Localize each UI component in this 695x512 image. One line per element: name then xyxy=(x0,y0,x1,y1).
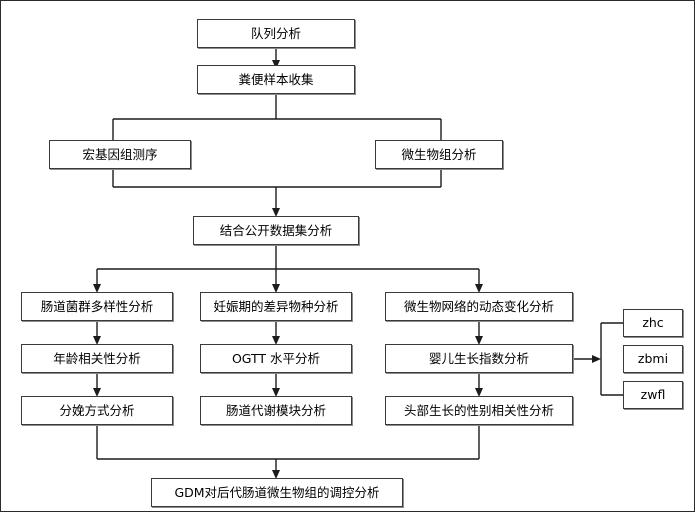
arrowhead-metabolic-module xyxy=(272,388,280,397)
node-microbial-network-dynamics-label: 微生物网络的动态变化分析 xyxy=(403,298,554,314)
node-pregnancy-differential-species[interactable]: 妊娠期的差异物种分析 xyxy=(200,292,352,321)
node-pregnancy-differential-species-label: 妊娠期的差异物种分析 xyxy=(213,298,339,314)
node-public-dataset-analysis[interactable]: 结合公开数据集分析 xyxy=(193,216,359,245)
node-delivery-mode-label: 分娩方式分析 xyxy=(59,402,135,418)
node-infant-growth-index[interactable]: 婴儿生长指数分析 xyxy=(385,344,573,373)
node-gut-metabolic-module[interactable]: 肠道代谢模块分析 xyxy=(200,396,352,425)
node-gdm-offspring-regulation[interactable]: GDM对后代肠道微生物组的调控分析 xyxy=(151,478,403,507)
node-gdm-offspring-regulation-label: GDM对后代肠道微生物组的调控分析 xyxy=(174,484,380,500)
arrowhead-pregnancy-species xyxy=(272,284,280,293)
node-stool-collection-label: 粪便样本收集 xyxy=(238,71,314,87)
node-delivery-mode[interactable]: 分娩方式分析 xyxy=(21,396,173,425)
node-ogtt-level[interactable]: OGTT 水平分析 xyxy=(200,344,352,373)
node-gut-flora-diversity-label: 肠道菌群多样性分析 xyxy=(40,298,154,314)
arrowhead-zbmi xyxy=(592,355,601,363)
node-microbiome-analysis-label: 微生物组分析 xyxy=(401,146,477,162)
node-microbial-network-dynamics[interactable]: 微生物网络的动态变化分析 xyxy=(385,292,573,321)
node-gut-metabolic-module-label: 肠道代谢模块分析 xyxy=(225,402,326,418)
node-head-growth-sex-correlation-label: 头部生长的性别相关性分析 xyxy=(403,402,554,418)
node-stool-collection[interactable]: 粪便样本收集 xyxy=(197,65,355,94)
arrowhead-network-dynamics xyxy=(475,284,483,293)
arrowhead-ogtt xyxy=(272,336,280,345)
arrowhead-age-correlation xyxy=(93,336,101,345)
node-zhc-label: zhc xyxy=(642,315,664,331)
node-age-correlation-label: 年龄相关性分析 xyxy=(53,350,141,366)
node-zwfl-label: zwfl xyxy=(640,387,666,403)
node-head-growth-sex-correlation[interactable]: 头部生长的性别相关性分析 xyxy=(385,396,573,425)
node-public-dataset-analysis-label: 结合公开数据集分析 xyxy=(219,222,333,238)
node-infant-growth-index-label: 婴儿生长指数分析 xyxy=(428,350,529,366)
node-zhc[interactable]: zhc xyxy=(623,309,683,337)
node-cohort-analysis[interactable]: 队列分析 xyxy=(197,19,355,48)
node-zbmi-label: zbmi xyxy=(637,351,669,367)
node-age-correlation[interactable]: 年龄相关性分析 xyxy=(21,344,173,373)
node-zwfl[interactable]: zwfl xyxy=(623,381,683,409)
node-ogtt-level-label: OGTT 水平分析 xyxy=(231,350,321,366)
node-zbmi[interactable]: zbmi xyxy=(623,345,683,373)
node-gut-flora-diversity[interactable]: 肠道菌群多样性分析 xyxy=(21,292,173,321)
arrowhead-gdm-final xyxy=(272,470,280,479)
node-metagenome-sequencing[interactable]: 宏基因组测序 xyxy=(49,140,191,169)
arrowhead-stool xyxy=(272,60,280,69)
node-metagenome-sequencing-label: 宏基因组测序 xyxy=(82,146,158,162)
arrowhead-public-dataset xyxy=(272,208,280,217)
arrowhead-infant-growth xyxy=(475,336,483,345)
node-cohort-analysis-label: 队列分析 xyxy=(250,25,301,41)
node-microbiome-analysis[interactable]: 微生物组分析 xyxy=(375,140,503,169)
arrowhead-head-growth xyxy=(475,388,483,397)
arrowhead-gut-flora xyxy=(93,284,101,293)
arrowhead-delivery-mode xyxy=(93,388,101,397)
